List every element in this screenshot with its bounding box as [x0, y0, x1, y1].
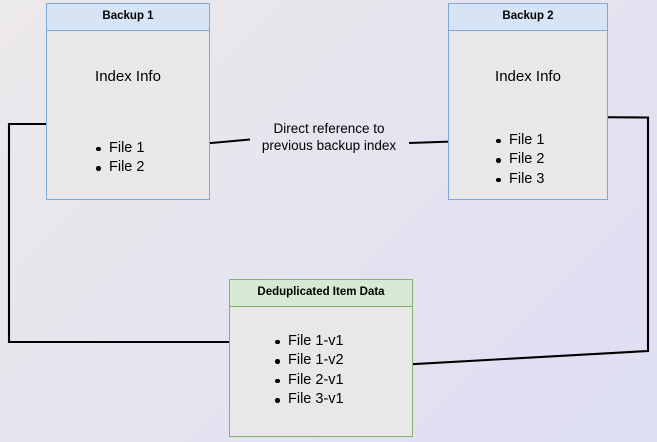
node-backup-1-title: Backup 1	[46, 3, 210, 31]
list-item: File 3	[494, 170, 544, 190]
annotation-direct-reference: Direct reference to previous backup inde…	[261, 121, 397, 153]
list-item: File 1	[494, 131, 544, 151]
node-backup-2-index-label: Index Info	[495, 67, 561, 85]
node-backup-1-file-list: File 1 File 2	[94, 139, 144, 178]
node-backup-2-body: Index Info File 1 File 2 File 3	[448, 30, 608, 200]
list-item: File 2	[494, 150, 544, 170]
node-deduplicated-item-data[interactable]: Deduplicated Item Data File 1-v1 File 1-…	[229, 279, 413, 437]
list-item: File 1	[94, 139, 144, 159]
node-deduplicated-item-data-body: File 1-v1 File 1-v2 File 2-v1 File 3-v1	[229, 306, 413, 437]
node-backup-2-file-list: File 1 File 2 File 3	[494, 131, 544, 190]
node-backup-2-title: Backup 2	[448, 3, 608, 31]
list-item: File 1-v1	[273, 332, 344, 352]
node-backup-1[interactable]: Backup 1 Index Info File 1 File 2	[46, 3, 210, 200]
list-item: File 2-v1	[273, 371, 344, 391]
node-deduplicated-item-data-title: Deduplicated Item Data	[229, 279, 413, 307]
list-item: File 2	[94, 158, 144, 178]
list-item: File 3-v1	[273, 390, 344, 410]
node-backup-1-index-label: Index Info	[95, 67, 161, 85]
list-item: File 1-v2	[273, 351, 344, 371]
node-backup-2[interactable]: Backup 2 Index Info File 1 File 2 File 3	[448, 3, 608, 200]
node-deduplicated-file-list: File 1-v1 File 1-v2 File 2-v1 File 3-v1	[273, 332, 344, 410]
node-backup-1-body: Index Info File 1 File 2	[46, 30, 210, 200]
